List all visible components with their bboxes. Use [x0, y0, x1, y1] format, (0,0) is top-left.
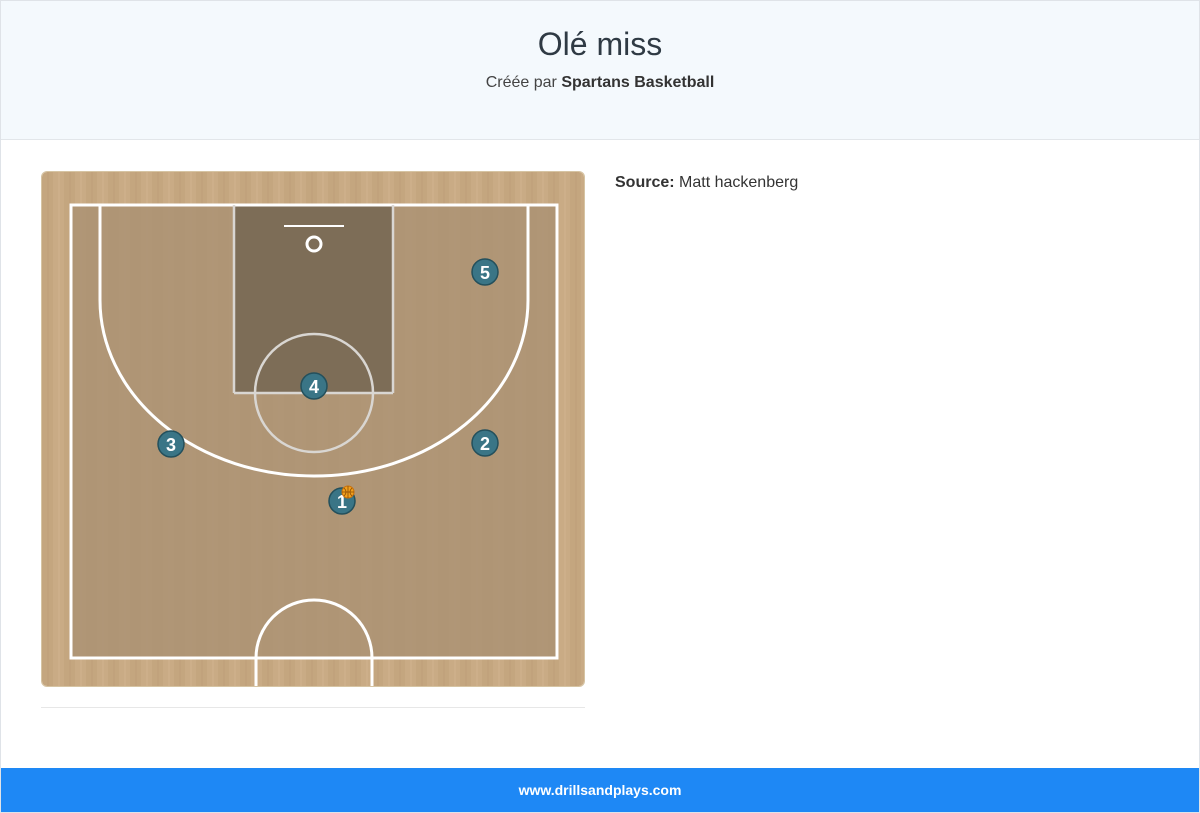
source-line: Source: Matt hackenberg [615, 174, 798, 192]
half-court-circle [254, 598, 374, 686]
rim [305, 235, 323, 253]
player-label: 3 [166, 435, 176, 455]
court-boundary [69, 203, 559, 660]
paint-lane [234, 205, 393, 393]
page-header: Olé miss Créée par Spartans Basketball [1, 1, 1199, 140]
court-diagram: 1 2 3 4 5 [41, 171, 585, 687]
court-divider [41, 707, 585, 708]
site-footer: www.drillsandplays.com [1, 768, 1199, 812]
player-label: 5 [480, 263, 490, 283]
author-line: Créée par Spartans Basketball [1, 74, 1199, 92]
page-title: Olé miss [537, 26, 663, 62]
player-marker-5: 5 [471, 258, 499, 286]
basketball-icon [341, 485, 355, 499]
footer-site-link[interactable]: www.drillsandplays.com [518, 782, 682, 798]
player-marker-3: 3 [157, 430, 185, 458]
source-value: Matt hackenberg [679, 174, 799, 191]
three-point-line [98, 205, 530, 478]
player-marker-2: 2 [471, 429, 499, 457]
court-svg: 1 2 3 4 5 [42, 172, 584, 686]
free-throw-circle [253, 332, 375, 454]
player-label: 1 [337, 492, 347, 512]
source-label: Source: [615, 174, 675, 191]
player-label: 4 [309, 377, 319, 397]
created-by-prefix: Créée par [485, 74, 557, 91]
author-name: Spartans Basketball [561, 74, 715, 91]
player-label: 2 [480, 434, 490, 454]
player-marker-4: 4 [300, 372, 328, 400]
